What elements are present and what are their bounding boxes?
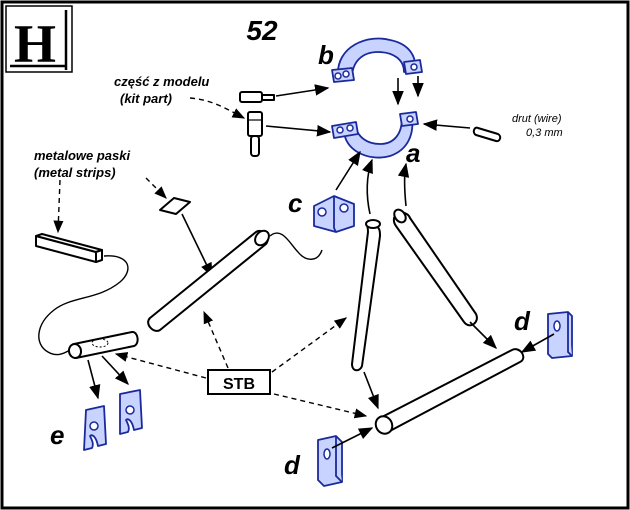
wire-label: drut (wire) — [512, 113, 562, 125]
dashed-arrow-kit-part — [189, 97, 246, 119]
arrow-d-right-to-rod — [520, 333, 555, 353]
arrow-kit-to-a — [265, 125, 332, 137]
wire-loop — [38, 255, 129, 356]
arrow-rod-to-e-left — [87, 359, 101, 400]
dashed-arrow-stb-to-rod-vertical — [271, 317, 348, 373]
arrow-rod-to-a-left — [362, 158, 373, 215]
kit-part-lower — [247, 111, 263, 157]
rod-vertical-left — [351, 219, 381, 372]
arrow-rod-left-to-joint — [363, 371, 379, 410]
arrow-d-bottom-to-rod — [331, 427, 374, 449]
kit-part-upper — [239, 91, 275, 103]
label-b: b — [318, 40, 334, 70]
dashed-arrow-strip-small — [145, 177, 167, 199]
arrow-wire-to-a — [422, 119, 471, 131]
clamp-lower-part-a — [331, 111, 419, 159]
stb-label: STB — [223, 376, 255, 393]
dashed-arrow-strip-long — [53, 179, 64, 234]
wire-curl — [269, 232, 323, 260]
plate-part-d-bottom — [317, 435, 343, 487]
arrow-strip-to-rod — [181, 213, 213, 278]
clip-part-e-right — [119, 389, 143, 435]
bracket-part-c — [313, 195, 355, 233]
label-a: a — [406, 138, 420, 168]
dashed-arrow-stb-to-rod-middle — [203, 310, 229, 369]
dashed-arrow-stb-to-rod-left — [114, 352, 207, 379]
metal-strip-long — [35, 233, 103, 263]
metal-strips-label-en: (metal strips) — [34, 165, 116, 180]
kit-part-label-pl: część z modelu — [114, 74, 209, 89]
step-letter-box: H — [5, 5, 73, 74]
dashed-arrow-stb-to-joint — [273, 393, 368, 419]
step-letter: H — [14, 14, 56, 74]
metal-strip-small — [159, 197, 191, 215]
arrow-kit-to-b — [275, 84, 330, 97]
metal-strips-label-pl: metalowe paski — [34, 148, 130, 163]
arrow-rod-right-to-joint — [469, 321, 498, 350]
wire-piece — [472, 126, 502, 143]
arrow-c-to-a — [335, 150, 361, 191]
step-number: 52 — [246, 15, 278, 46]
label-d-bottom: d — [284, 450, 301, 480]
rod-horizontal-bottom — [374, 348, 525, 435]
arrow-rod-to-a-right — [397, 162, 410, 207]
rod-diagonal-right — [392, 208, 478, 327]
kit-part-label-en: (kit part) — [120, 91, 172, 106]
rod-left-short — [67, 331, 139, 359]
label-e: e — [50, 420, 64, 450]
label-c: c — [288, 188, 303, 218]
arrow-rod-to-e-right — [101, 355, 129, 386]
rod-diagonal-middle — [147, 229, 270, 332]
clamp-upper-part-b — [331, 37, 423, 83]
clip-part-e-left — [83, 405, 107, 451]
stb-box: STB — [207, 369, 271, 395]
label-d-right: d — [514, 306, 531, 336]
plate-part-d-right — [547, 311, 573, 359]
wire-size-label: 0,3 mm — [526, 127, 563, 139]
